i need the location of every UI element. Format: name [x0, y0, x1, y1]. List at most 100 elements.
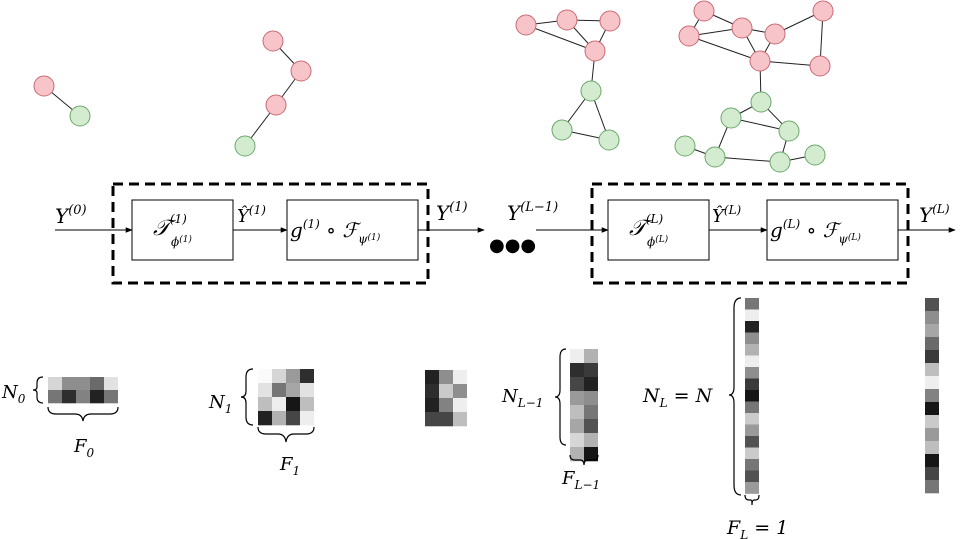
feature-matrix-0	[48, 377, 118, 404]
matrix-cell	[925, 298, 939, 312]
matrix-cell	[570, 349, 584, 364]
matrix-cell	[745, 355, 759, 368]
matrix-cell	[745, 482, 759, 494]
matrix-cell	[925, 428, 939, 442]
feature-matrix-2	[425, 370, 467, 427]
matrix-cell	[745, 401, 759, 414]
graph-3	[515, 9, 621, 151]
graph-node	[750, 91, 772, 113]
label-yhatL: Ŷ(L)	[712, 203, 742, 227]
matrix-cell	[584, 391, 598, 406]
graph-node	[580, 80, 602, 102]
aggregate-label-1: g(1) ∘ ℱψ(1)	[290, 217, 381, 246]
matrix-cell	[104, 390, 118, 404]
label-f1: F1	[279, 454, 300, 478]
matrix-cell	[570, 391, 584, 406]
graph-node	[809, 55, 831, 77]
matrix-cell	[570, 377, 584, 392]
graph-1	[33, 75, 91, 127]
matrix-cell	[745, 447, 759, 460]
matrix-cell	[584, 377, 598, 392]
matrix-cell	[425, 412, 439, 427]
label-yL: Y(L)	[919, 202, 950, 227]
graph-node	[769, 151, 791, 173]
matrix-cell	[272, 383, 286, 398]
matrix-cell	[453, 370, 467, 385]
matrix-cell	[272, 411, 286, 426]
brace-f0	[47, 406, 119, 422]
graph-node	[599, 10, 621, 32]
brace-fL	[744, 494, 760, 506]
label-yLm1: Y(L−1)	[507, 200, 558, 225]
matrix-cell	[570, 419, 584, 434]
matrix-cell	[925, 350, 939, 364]
matrix-cell	[745, 344, 759, 356]
matrix-cell	[272, 397, 286, 412]
matrix-cell	[258, 411, 272, 426]
matrix-cell	[453, 412, 467, 427]
graph-node	[584, 40, 606, 62]
feature-matrix-1	[258, 369, 314, 426]
matrix-cell	[76, 390, 90, 404]
matrix-cell	[584, 349, 598, 364]
matrix-cell	[62, 390, 76, 404]
label-f0: F0	[73, 436, 95, 460]
transform-sub-L: ϕ(L)	[647, 234, 669, 249]
matrix-cell	[286, 411, 300, 426]
matrix-cell	[584, 405, 598, 420]
graph-node	[812, 0, 834, 22]
graph-node	[556, 9, 578, 31]
graph-2	[234, 30, 312, 157]
matrix-cell	[90, 390, 104, 404]
ellipsis: ●●●	[489, 235, 536, 256]
matrix-cell	[104, 377, 118, 391]
label-n1: N1	[208, 392, 232, 416]
matrix-cell	[584, 419, 598, 434]
matrix-cell	[300, 397, 314, 412]
graph-node	[290, 60, 312, 82]
matrix-cell	[439, 384, 453, 399]
transform-sub-1: ϕ(1)	[171, 234, 192, 249]
graph-node	[778, 120, 800, 142]
matrix-cell	[925, 480, 939, 494]
brace-n0	[32, 376, 44, 404]
matrix-cell	[258, 397, 272, 412]
graph-node	[764, 23, 786, 45]
brace-n1	[240, 368, 254, 426]
matrix-cell	[584, 433, 598, 448]
label-nL: NL = N	[642, 385, 714, 410]
graph-node	[693, 0, 715, 22]
braces	[32, 297, 760, 506]
matrix-cell	[425, 398, 439, 413]
graph-node	[234, 135, 256, 157]
layer-L-group	[590, 182, 910, 285]
matrix-cell	[425, 384, 439, 399]
matrix-cell	[425, 370, 439, 385]
transform-block-1	[131, 199, 234, 261]
matrix-cell	[439, 398, 453, 413]
matrix-cell	[925, 324, 939, 338]
matrix-cell	[745, 367, 759, 379]
graph-node	[678, 25, 700, 47]
label-fL: FL = 1	[726, 517, 788, 539]
matrix-cell	[745, 470, 759, 483]
graph-node	[33, 75, 55, 97]
matrix-cell	[286, 397, 300, 412]
matrix-cell	[925, 363, 939, 377]
graph-node	[551, 119, 573, 141]
matrix-cell	[925, 454, 939, 468]
graph-4	[674, 0, 834, 173]
matrix-cell	[48, 390, 62, 404]
matrix-cell	[300, 369, 314, 384]
matrix-cell	[62, 377, 76, 391]
transform-block-L	[607, 199, 710, 261]
matrix-cell	[258, 369, 272, 384]
aggregate-label-L: g(L) ∘ ℱψ(L)	[770, 217, 861, 246]
label-yhat1: Ŷ(1)	[237, 203, 266, 227]
matrix-cell	[300, 383, 314, 398]
matrix-cell	[570, 363, 584, 378]
matrix-cell	[745, 332, 759, 345]
graph-node	[704, 146, 726, 168]
label-y0: Y(0)	[55, 203, 87, 228]
